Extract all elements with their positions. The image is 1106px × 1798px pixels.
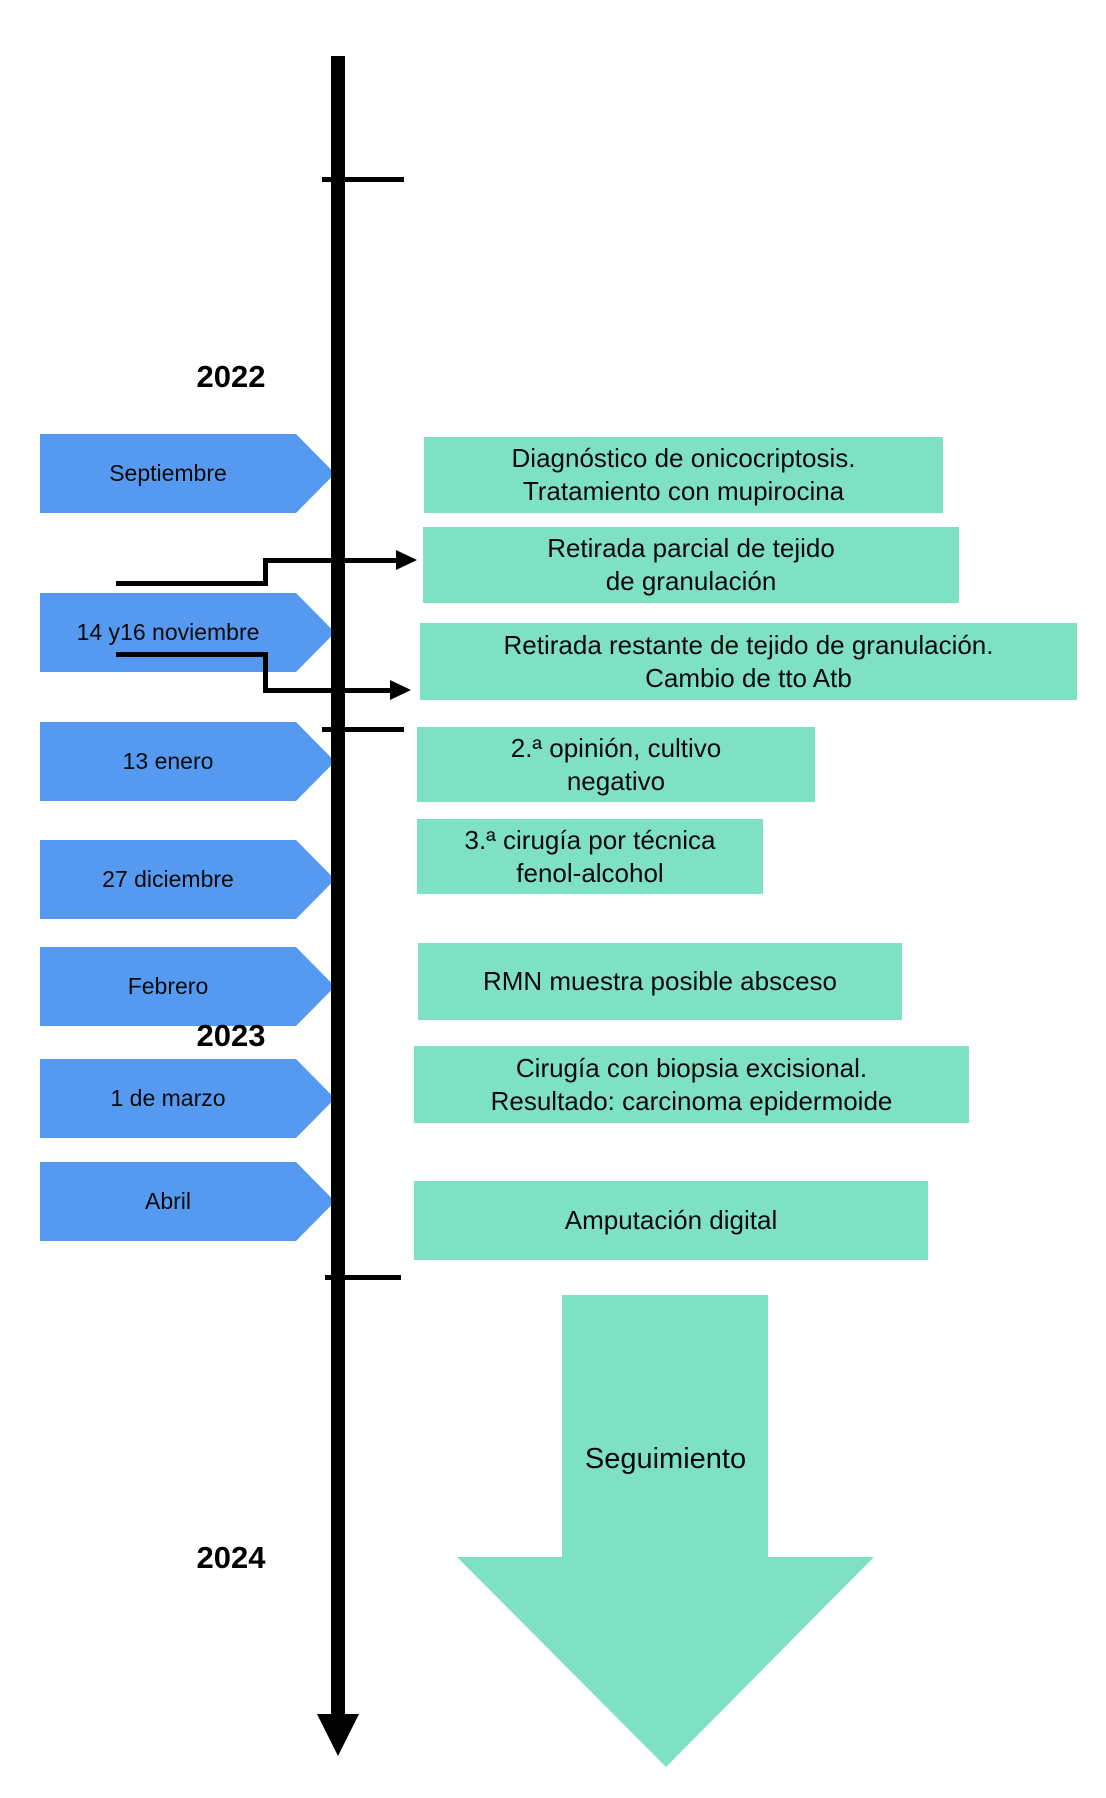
date-arrow-label: 14 y16 noviembre: [76, 619, 260, 645]
event-box-diagnostico: Diagnóstico de onicocriptosis. Tratamien…: [424, 437, 943, 513]
date-arrow-27-diciembre: 27 diciembre: [40, 840, 335, 919]
timeline-axis: [331, 56, 345, 1718]
event-box-line: Diagnóstico de onicocriptosis.: [511, 443, 856, 473]
date-arrow-label: Abril: [144, 1188, 191, 1214]
year-label-2023: 2023: [196, 1018, 266, 1053]
date-arrow-label: 13 enero: [122, 748, 214, 774]
connector-2-segment: [116, 652, 268, 657]
date-arrow-label: 27 diciembre: [102, 866, 234, 892]
connector-1-segment: [268, 558, 396, 563]
date-arrow-13-enero: 13 enero: [40, 722, 335, 801]
followup-arrow: Seguimiento: [457, 1295, 874, 1767]
date-arrow-14-16-noviembre: 14 y16 noviembre: [40, 593, 335, 672]
event-box-line: negativo: [566, 765, 666, 796]
event-box-retirada-parcial: Retirada parcial de tejido de granulació…: [423, 527, 959, 603]
connector-2-segment: [263, 652, 268, 693]
event-box-retirada-restante: Retirada restante de tejido de granulaci…: [420, 623, 1077, 700]
connector-1-segment: [116, 581, 268, 586]
event-box-line: Cirugía con biopsia excisional.: [515, 1052, 868, 1083]
event-box-line: Amputación digital: [564, 1205, 778, 1235]
event-box-line: fenol-alcohol: [516, 857, 664, 888]
date-arrow-septiembre: Septiembre: [40, 434, 335, 513]
event-box-line: Retirada restante de tejido de granulaci…: [503, 629, 994, 660]
date-arrow-1-de-marzo: 1 de marzo: [40, 1059, 335, 1138]
event-box-line: Retirada parcial de tejido: [547, 533, 835, 563]
date-arrow-label: 1 de marzo: [110, 1085, 226, 1111]
tick-mark-2: [322, 727, 404, 732]
date-arrow-abril: Abril: [40, 1162, 335, 1241]
event-box-line: Resultado: carcinoma epidermoide: [490, 1085, 893, 1116]
connector-2-arrowhead-icon: [390, 680, 411, 700]
connector-1-arrowhead-icon: [396, 550, 417, 570]
date-arrow-febrero: Febrero: [40, 947, 335, 1026]
event-box-amputacion: Amputación digital: [414, 1181, 928, 1260]
event-box-rmn: RMN muestra posible absceso: [418, 943, 902, 1020]
followup-arrow-label: Seguimiento: [584, 1443, 747, 1475]
event-box-line: de granulación: [605, 566, 777, 596]
date-arrow-label: Febrero: [127, 973, 209, 999]
event-box-tercera-cirugia: 3.ª cirugía por técnica fenol-alcohol: [417, 819, 763, 894]
connector-2-segment: [268, 688, 390, 693]
connector-1-segment: [263, 558, 268, 586]
event-box-line: 2.ª opinión, cultivo: [510, 732, 722, 763]
event-box-line: RMN muestra posible absceso: [482, 966, 838, 996]
event-box-line: Cambio de tto Atb: [645, 662, 852, 693]
event-box-biopsia: Cirugía con biopsia excisional. Resultad…: [414, 1046, 969, 1123]
event-box-line: Tratamiento con mupirocina: [522, 476, 845, 506]
date-arrow-label: Septiembre: [109, 460, 227, 486]
year-label-2022: 2022: [196, 359, 266, 394]
event-box-line: 3.ª cirugía por técnica: [464, 824, 716, 855]
event-box-segunda-opinion: 2.ª opinión, cultivo negativo: [417, 727, 815, 802]
timeline-arrowhead-icon: [317, 1714, 359, 1756]
tick-mark-1: [322, 177, 404, 182]
year-label-2024: 2024: [196, 1540, 266, 1575]
tick-mark-3: [325, 1275, 401, 1280]
